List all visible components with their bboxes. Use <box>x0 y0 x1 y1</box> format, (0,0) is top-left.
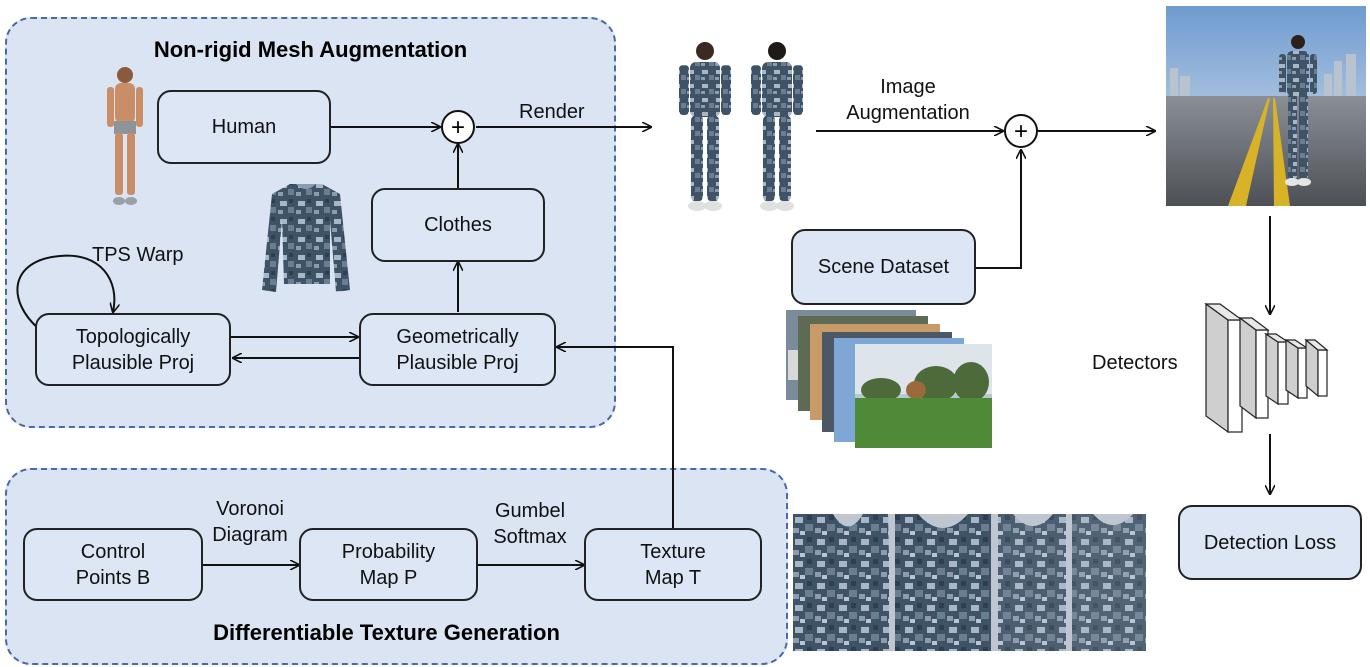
texture-map-icon <box>793 514 1146 651</box>
arrow-texture-to-geo <box>557 347 674 528</box>
human-node: Human <box>157 90 331 164</box>
plus-operator-image <box>1004 114 1038 148</box>
detector-network-icon <box>1204 302 1329 434</box>
voronoi-diagram-label: Voronoi Diagram <box>212 498 288 546</box>
tps-warp-label: TPS Warp <box>92 244 184 266</box>
scene-dataset-node: Scene Dataset <box>791 229 976 305</box>
plus-sign-image: + <box>1014 118 1028 145</box>
probability-map-node: Probability Map P <box>299 528 478 601</box>
control-points-node: Control Points B <box>23 528 203 601</box>
texture-generation-title: Differentiable Texture Generation <box>213 620 560 645</box>
scene-photo-stack-icon <box>786 310 992 448</box>
composited-scene-icon <box>1166 6 1366 206</box>
render-label: Render <box>519 101 585 123</box>
arrow-scene-to-plus <box>976 150 1021 269</box>
plus-operator-mesh <box>441 110 475 144</box>
gumbel-softmax-label: Gumbel Softmax <box>493 500 567 548</box>
mesh-augmentation-title: Non-rigid Mesh Augmentation <box>153 37 468 62</box>
clothes-node: Clothes <box>371 188 545 262</box>
human-model-icon <box>107 67 143 205</box>
geometrically-plausible-proj-node: Geometrically Plausible Proj <box>359 313 556 386</box>
camo-shirt-icon <box>262 184 350 292</box>
image-augmentation-label: Image Augmentation <box>846 76 970 124</box>
topologically-plausible-proj-node: Topologically Plausible Proj <box>35 313 231 386</box>
tps-warp-loop-arrow <box>16 254 114 331</box>
plus-sign-mesh: + <box>451 114 465 141</box>
detectors-label: Detectors <box>1092 352 1178 374</box>
detection-loss-node: Detection Loss <box>1178 505 1362 580</box>
rendered-person-icon <box>679 42 803 211</box>
texture-map-node: Texture Map T <box>584 528 762 601</box>
